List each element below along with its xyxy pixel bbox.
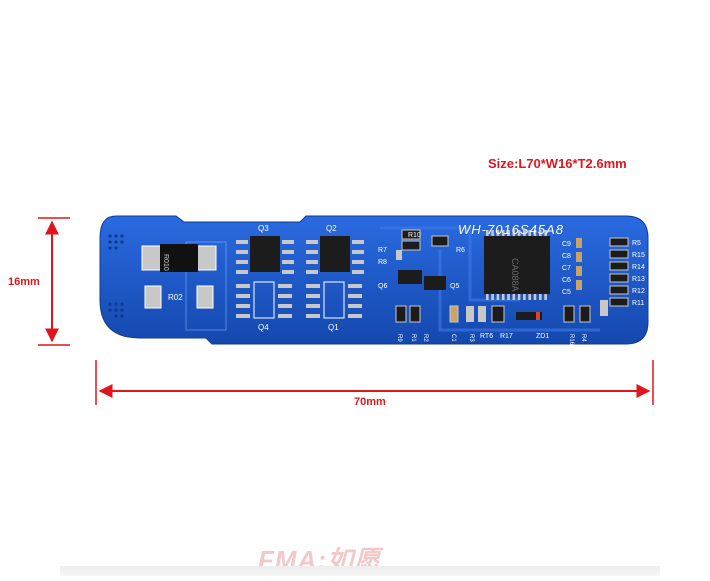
label-r4: R4 xyxy=(580,334,586,342)
label-r11: R11 xyxy=(632,300,644,307)
ic-pin xyxy=(496,230,500,236)
ic-pin xyxy=(512,294,516,300)
label-r9: R9 xyxy=(396,334,402,342)
silkscreen: WH-7016S45A8 CA088A R010 Q3 Q2 Q4 Q1 R02… xyxy=(162,222,645,346)
ic-pin xyxy=(523,294,526,300)
ic-pin xyxy=(528,230,531,236)
label-r3: R3 xyxy=(468,334,474,342)
width-dimension xyxy=(95,360,654,405)
label-r6: R6 xyxy=(456,247,465,254)
ic-pin xyxy=(496,294,500,300)
ic-pin xyxy=(486,230,489,236)
label-r02: R02 xyxy=(168,293,183,302)
mosfet-q1-footprint xyxy=(306,281,362,319)
label-c8: C8 xyxy=(562,253,571,260)
bottom-strip xyxy=(60,566,660,576)
ic-pin xyxy=(517,294,521,300)
protection-ic xyxy=(484,230,550,300)
label-r16: R16 xyxy=(568,334,574,346)
label-c7: C7 xyxy=(562,265,571,272)
ic-pin xyxy=(512,230,516,236)
mosfet-q2 xyxy=(306,236,364,274)
ic-pin xyxy=(486,294,489,300)
ic-pin xyxy=(539,294,542,300)
label-r8: R8 xyxy=(378,259,387,266)
label-r7: R7 xyxy=(378,247,387,254)
ic-pin xyxy=(501,294,505,300)
cr-array xyxy=(576,237,629,307)
label-q1: Q1 xyxy=(328,323,339,332)
label-r10: R10 xyxy=(408,232,421,239)
label-r1: R1 xyxy=(410,334,416,342)
ic-pin xyxy=(491,230,494,236)
label-q5: Q5 xyxy=(450,283,459,290)
ic-pin xyxy=(533,294,537,300)
ic-pin xyxy=(544,230,547,236)
mosfet-q3 xyxy=(236,236,294,274)
label-q4: Q4 xyxy=(258,323,269,332)
label-r2: R2 xyxy=(422,334,428,342)
height-dimension xyxy=(38,217,70,346)
label-r14: R14 xyxy=(632,264,645,271)
label-c9: C9 xyxy=(562,241,571,248)
ic-pin xyxy=(544,294,547,300)
label-q2: Q2 xyxy=(326,224,337,233)
label-rt6: RT6 xyxy=(480,333,493,340)
ic-pin xyxy=(517,230,521,236)
model-text: WH-7016S45A8 xyxy=(458,222,564,237)
label-c1: C1 xyxy=(450,334,456,342)
label-zd1: ZD1 xyxy=(536,333,549,340)
sense-resistor xyxy=(141,244,217,309)
ic-pin xyxy=(501,230,505,236)
label-r15: R15 xyxy=(632,252,645,259)
small-components xyxy=(395,229,608,323)
label-r12: R12 xyxy=(632,288,645,295)
ic-marking: CA088A xyxy=(510,258,520,292)
ic-pin xyxy=(491,294,494,300)
label-r13: R13 xyxy=(632,276,645,283)
label-c6: C6 xyxy=(562,277,571,284)
label-c5: C5 xyxy=(562,289,571,296)
label-r17: R17 xyxy=(500,333,513,340)
label-q6: Q6 xyxy=(378,283,387,290)
label-q3: Q3 xyxy=(258,224,269,233)
width-label: 70mm xyxy=(354,396,386,408)
ic-pin xyxy=(528,294,531,300)
ic-pin xyxy=(539,230,542,236)
height-label: 16mm xyxy=(8,276,40,288)
size-annotation: Size:L70*W16*T2.6mm xyxy=(488,156,627,171)
resistor-code: R010 xyxy=(162,254,169,271)
mosfet-q4-footprint xyxy=(236,281,292,319)
label-r5: R5 xyxy=(632,240,641,247)
ic-pin xyxy=(523,230,526,236)
ic-pin xyxy=(507,230,510,236)
ic-pin xyxy=(533,230,537,236)
ic-pin xyxy=(507,294,510,300)
